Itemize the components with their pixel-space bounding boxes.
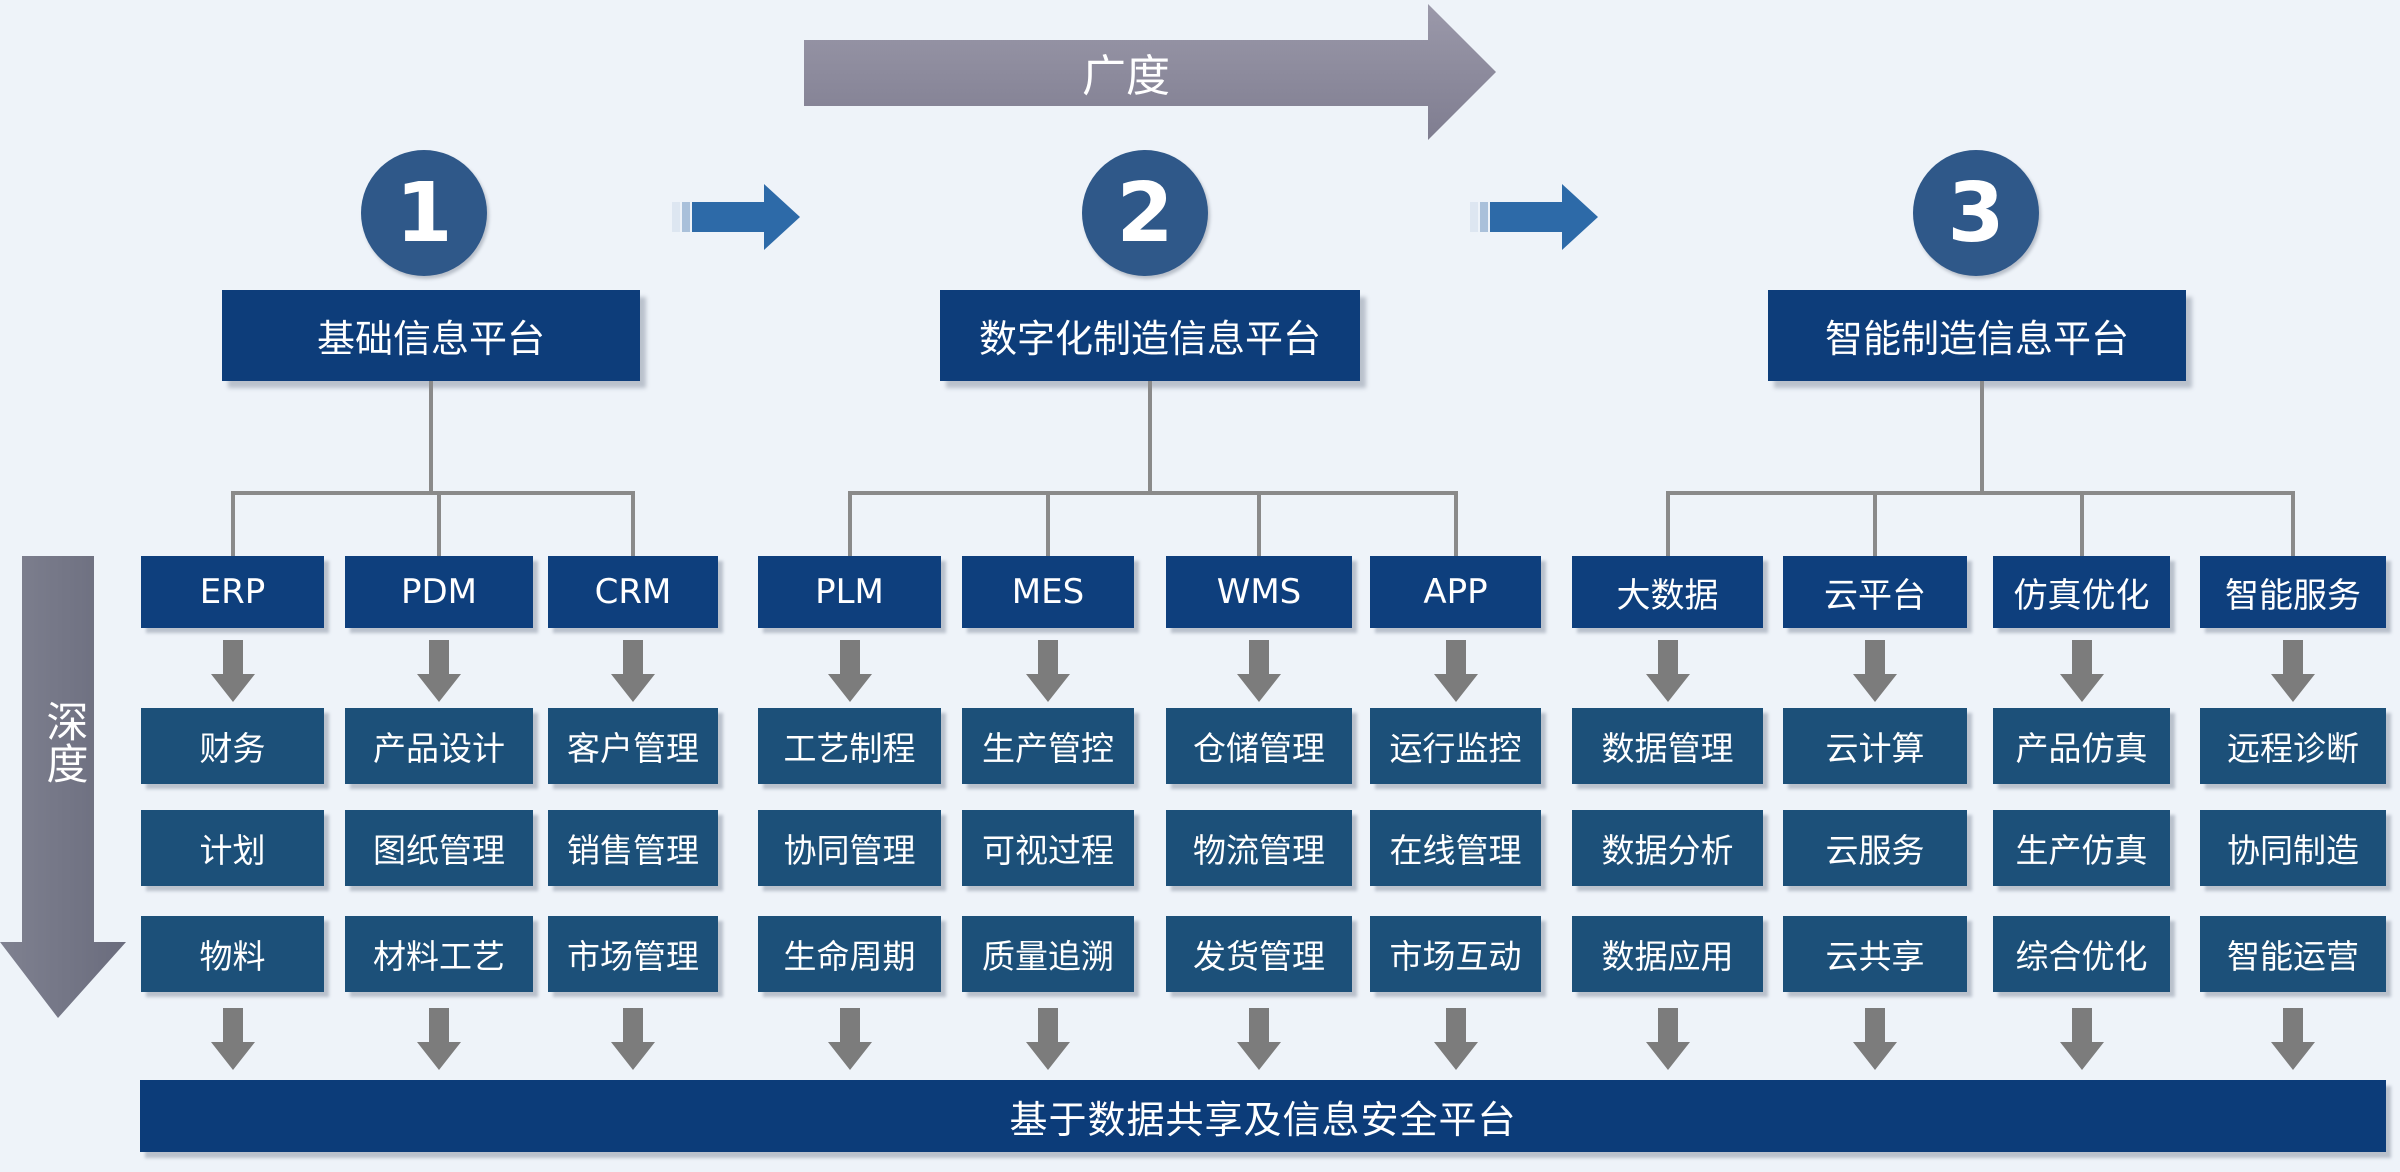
stage-1-branch-drop-1 [230,491,235,556]
down-arrow-icon [1026,1008,1070,1070]
function-box-s1-m2-3: 材料工艺 [345,916,533,992]
stage-3-branch-line [1665,491,2295,495]
function-box-s3-m3-2: 生产仿真 [1993,810,2170,886]
down-arrow-icon [417,1008,461,1070]
function-box-s3-m1-3: 数据应用 [1572,916,1763,992]
down-arrow-icon [2059,640,2104,702]
stage-1-branch-line [230,491,635,495]
breadth-arrow [804,4,1496,140]
breadth-label: 广度 [1082,51,1170,102]
down-arrow-icon [210,1008,255,1070]
function-box-s2-m4-1: 运行监控 [1370,708,1541,784]
stage-1-trunk-line [429,381,433,493]
down-arrow-icon [1853,640,1897,702]
stage-3-branch-drop-2 [1873,491,1877,556]
down-arrow-icon [1433,1008,1478,1070]
stage-3-branch-drop-4 [2291,491,2295,556]
down-arrow-icon [2059,1008,2104,1070]
down-arrow-icon [611,1008,655,1070]
function-box-s1-m2-1: 产品设计 [345,708,533,784]
function-box-s1-m1-1: 财务 [141,708,324,784]
stage-2-branch-drop-3 [1257,491,1261,556]
module-box-s2-m1: PLM [758,556,941,628]
function-box-s3-m2-3: 云共享 [1783,916,1967,992]
function-box-s2-m1-3: 生命周期 [758,916,941,992]
down-arrow-icon [210,640,255,702]
function-box-s3-m4-1: 远程诊断 [2200,708,2386,784]
down-arrow-icon [827,640,872,702]
function-box-s3-m2-1: 云计算 [1783,708,1967,784]
stage-2-platform: 数字化制造信息平台 [940,290,1360,381]
stage-3-number-circle: 3 [1913,150,2039,276]
function-box-s2-m1-2: 协同管理 [758,810,941,886]
down-arrow-icon [1645,640,1690,702]
module-box-s2-m4: APP [1370,556,1541,628]
down-arrow-icon [1026,640,1070,702]
down-arrow-icon [1237,640,1281,702]
down-arrow-icon [1853,1008,1897,1070]
function-box-s2-m1-1: 工艺制程 [758,708,941,784]
function-box-s3-m2-2: 云服务 [1783,810,1967,886]
function-box-s3-m3-1: 产品仿真 [1993,708,2170,784]
down-arrow-icon [611,640,655,702]
function-box-s2-m3-1: 仓储管理 [1166,708,1352,784]
stage-2-branch-drop-1 [847,491,852,556]
function-box-s3-m4-3: 智能运营 [2200,916,2386,992]
module-box-s1-m2: PDM [345,556,533,628]
function-box-s2-m2-3: 质量追溯 [962,916,1134,992]
module-box-s2-m2: MES [962,556,1134,628]
stage-2-trunk-line [1148,381,1152,493]
function-box-s3-m1-2: 数据分析 [1572,810,1763,886]
function-box-s2-m4-3: 市场互动 [1370,916,1541,992]
function-box-s3-m1-1: 数据管理 [1572,708,1763,784]
down-arrow-icon [1433,640,1478,702]
function-box-s2-m3-3: 发货管理 [1166,916,1352,992]
stage-3-branch-drop-3 [2079,491,2084,556]
function-box-s1-m3-1: 客户管理 [548,708,718,784]
function-box-s2-m4-2: 在线管理 [1370,810,1541,886]
stage-arrow-2-to-3 [1470,184,1598,250]
stage-3-branch-drop-1 [1665,491,1670,556]
down-arrow-icon [827,1008,872,1070]
down-arrow-icon [417,640,461,702]
module-box-s2-m3: WMS [1166,556,1352,628]
data-security-platform-bar: 基于数据共享及信息安全平台 [140,1080,2386,1152]
down-arrow-icon [2271,1008,2315,1070]
module-box-s1-m3: CRM [548,556,718,628]
module-box-s3-m2: 云平台 [1783,556,1967,628]
stage-1-platform: 基础信息平台 [222,290,640,381]
function-box-s1-m1-2: 计划 [141,810,324,886]
function-box-s1-m3-2: 销售管理 [548,810,718,886]
function-box-s1-m1-3: 物料 [141,916,324,992]
stage-3-platform: 智能制造信息平台 [1768,290,2186,381]
function-box-s1-m2-2: 图纸管理 [345,810,533,886]
module-box-s3-m3: 仿真优化 [1993,556,2170,628]
module-box-s3-m1: 大数据 [1572,556,1763,628]
depth-label: 深度 [33,700,89,801]
function-box-s2-m2-2: 可视过程 [962,810,1134,886]
stage-1-branch-drop-2 [437,491,441,556]
stage-2-number-circle: 2 [1082,150,1208,276]
stage-2-branch-drop-2 [1046,491,1050,556]
function-box-s3-m3-3: 综合优化 [1993,916,2170,992]
stage-2-branch-drop-4 [1453,491,1458,556]
depth-label-text: 深度 [40,700,89,784]
function-box-s3-m4-2: 协同制造 [2200,810,2386,886]
function-box-s2-m2-1: 生产管控 [962,708,1134,784]
down-arrow-icon [2271,640,2315,702]
stage-3-trunk-line [1980,381,1984,493]
function-box-s1-m3-3: 市场管理 [548,916,718,992]
stage-arrow-1-to-2 [672,184,800,250]
module-box-s1-m1: ERP [141,556,324,628]
down-arrow-icon [1237,1008,1281,1070]
stage-1-number-circle: 1 [361,150,487,276]
depth-arrow [0,556,126,1018]
stage-2-branch-line [847,491,1458,495]
stage-1-branch-drop-3 [631,491,635,556]
function-box-s2-m3-2: 物流管理 [1166,810,1352,886]
down-arrow-icon [1645,1008,1690,1070]
module-box-s3-m4: 智能服务 [2200,556,2386,628]
